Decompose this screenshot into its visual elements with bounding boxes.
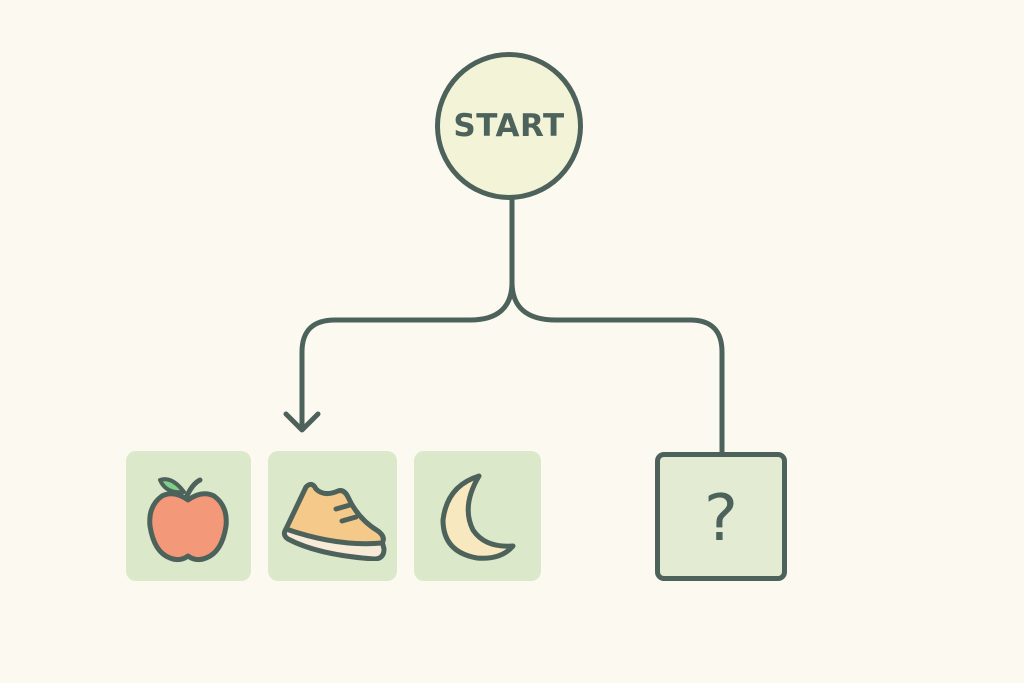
start-node: START	[435, 52, 583, 200]
option-tile-sneaker	[268, 451, 397, 581]
apple-icon	[146, 477, 229, 563]
right-branch-line	[509, 279, 725, 455]
question-mark-label: ?	[704, 481, 738, 556]
unknown-node: ?	[655, 452, 787, 581]
moon-icon	[440, 473, 515, 561]
left-branch-line	[299, 279, 515, 431]
option-tile-moon	[414, 451, 541, 581]
option-tile-apple	[126, 451, 251, 581]
arrow-head-icon	[283, 411, 321, 433]
start-label: START	[453, 108, 565, 144]
sneaker-icon	[281, 481, 386, 561]
